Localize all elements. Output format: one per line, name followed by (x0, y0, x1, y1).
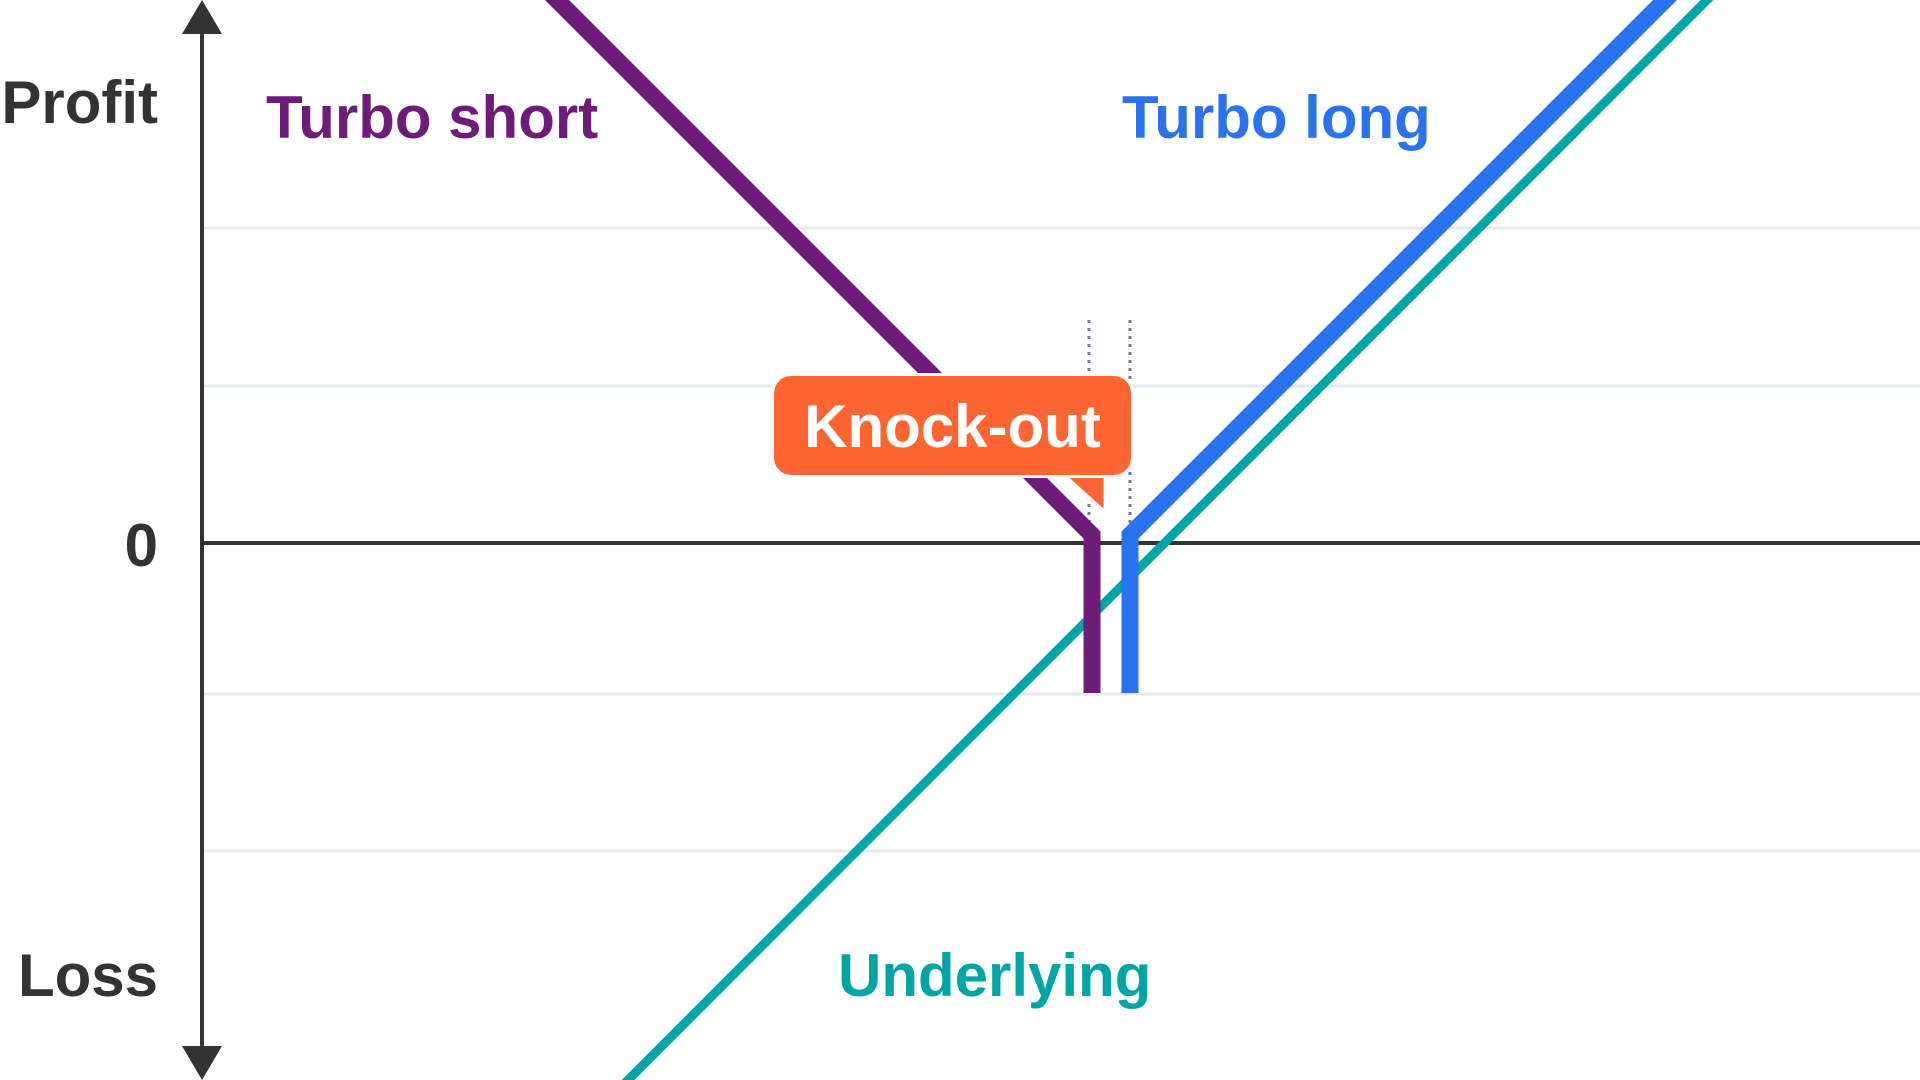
y-axis-zero-label: 0 (124, 512, 158, 579)
y-axis-profit-label: Profit (1, 69, 158, 136)
arrow-up-icon (182, 0, 222, 34)
underlying-line (621, 0, 1714, 1080)
turbo-long-label: Turbo long (1122, 84, 1431, 151)
turbo-short-label: Turbo short (266, 84, 599, 151)
gridlines (202, 226, 1920, 853)
knockout-callout: Knock-out (771, 373, 1134, 478)
y-axis-loss-label: Loss (17, 942, 158, 1009)
arrow-down-icon (182, 1046, 222, 1080)
knockout-label: Knock-out (804, 393, 1101, 460)
turbo-short-line (544, 0, 1101, 693)
underlying-label: Underlying (838, 942, 1152, 1009)
turbo-long-line (1121, 0, 1678, 693)
